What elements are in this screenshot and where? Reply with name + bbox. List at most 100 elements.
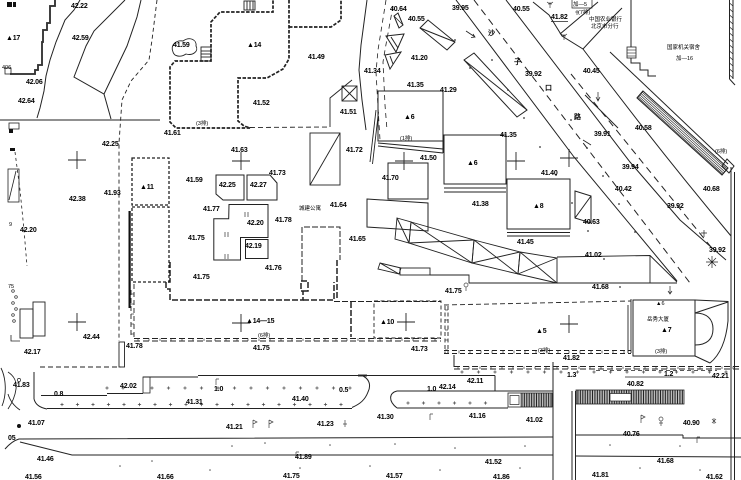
svg-text:406: 406 (2, 65, 11, 71)
svg-text:42.21: 42.21 (712, 373, 729, 380)
svg-text:41.59: 41.59 (186, 177, 203, 184)
svg-text:40.63: 40.63 (583, 219, 600, 226)
svg-text:岳秀大厦: 岳秀大厦 (647, 315, 670, 323)
svg-text:(7排): (7排) (578, 8, 590, 16)
svg-text:(3排): (3排) (655, 347, 667, 355)
svg-text:41.63: 41.63 (231, 147, 248, 154)
svg-text:40.58: 40.58 (635, 125, 652, 132)
svg-text:39.92: 39.92 (525, 71, 542, 78)
svg-text:41.29: 41.29 (440, 87, 457, 94)
svg-text:▲7: ▲7 (661, 327, 672, 334)
svg-text:41.20: 41.20 (411, 55, 428, 62)
svg-text:40.55: 40.55 (513, 6, 530, 13)
svg-text:40.45: 40.45 (583, 68, 600, 75)
svg-text:▲14—15: ▲14—15 (246, 318, 275, 325)
svg-text:42.20: 42.20 (20, 227, 37, 234)
svg-text:9: 9 (9, 222, 12, 228)
svg-text:41.75: 41.75 (253, 345, 270, 352)
svg-text:中国农业银行: 中国农业银行 (589, 15, 623, 23)
svg-text:▲6: ▲6 (467, 160, 478, 167)
svg-text:42.11: 42.11 (467, 378, 483, 385)
svg-text:40.64: 40.64 (390, 6, 407, 13)
svg-text:42.25: 42.25 (219, 182, 236, 189)
svg-text:40.76: 40.76 (623, 431, 640, 438)
svg-text:41.50: 41.50 (420, 155, 437, 162)
svg-text:41.02: 41.02 (526, 417, 543, 424)
svg-text:▲10: ▲10 (380, 319, 394, 326)
svg-text:1.0: 1.0 (214, 386, 223, 393)
svg-text:39.92: 39.92 (667, 203, 684, 210)
svg-text:0.5: 0.5 (339, 387, 348, 394)
svg-text:41.65: 41.65 (349, 236, 366, 243)
svg-text:42.14: 42.14 (439, 384, 456, 391)
svg-text:41.72: 41.72 (346, 147, 363, 154)
svg-text:41.81: 41.81 (592, 472, 609, 479)
svg-text:(3排): (3排) (196, 119, 208, 127)
svg-text:41.68: 41.68 (592, 284, 609, 291)
svg-text:(6排): (6排) (715, 147, 727, 155)
svg-text:41.38: 41.38 (472, 201, 489, 208)
svg-text:41.68: 41.68 (657, 458, 674, 465)
svg-text:41.78: 41.78 (275, 217, 292, 224)
svg-text:41.62: 41.62 (706, 474, 723, 480)
svg-text:▲17: ▲17 (6, 35, 20, 42)
svg-text:41.78: 41.78 (126, 343, 143, 350)
svg-text:42.59: 42.59 (72, 35, 89, 42)
svg-text:39.95: 39.95 (452, 5, 469, 12)
svg-text:42.44: 42.44 (83, 334, 100, 341)
svg-text:1.3: 1.3 (567, 372, 576, 379)
svg-text:国家机关宿舍: 国家机关宿舍 (667, 43, 701, 51)
svg-text:41.93: 41.93 (104, 190, 121, 197)
svg-text:41.76: 41.76 (265, 265, 282, 272)
svg-text:40.82: 40.82 (627, 381, 644, 388)
svg-text:1.0: 1.0 (427, 386, 436, 393)
svg-text:41.35: 41.35 (500, 132, 517, 139)
svg-text:北京市分行: 北京市分行 (591, 22, 619, 30)
svg-text:41.52: 41.52 (253, 100, 270, 107)
svg-text:41.16: 41.16 (469, 413, 486, 420)
svg-text:42.25: 42.25 (102, 141, 119, 148)
svg-text:城建公寓: 城建公寓 (299, 204, 322, 212)
svg-text:42.20: 42.20 (247, 220, 264, 227)
svg-text:(3排): (3排) (538, 346, 550, 354)
svg-text:39.91: 39.91 (594, 131, 611, 138)
svg-text:75: 75 (8, 284, 14, 290)
svg-text:41.82: 41.82 (563, 355, 580, 362)
svg-text:05: 05 (8, 435, 16, 442)
svg-text:40.68: 40.68 (703, 186, 720, 193)
svg-text:▲11: ▲11 (140, 184, 154, 191)
svg-text:41.57: 41.57 (386, 473, 403, 480)
svg-text:沙: 沙 (488, 29, 495, 37)
svg-text:41.70: 41.70 (382, 175, 399, 182)
svg-text:▲6: ▲6 (404, 114, 415, 121)
svg-text:41.31: 41.31 (186, 399, 203, 406)
svg-text:39.94: 39.94 (622, 164, 639, 171)
svg-text:41.61: 41.61 (164, 130, 181, 137)
svg-text:加—5: 加—5 (573, 0, 587, 8)
svg-text:41.75: 41.75 (283, 473, 300, 480)
svg-text:41.34: 41.34 (364, 68, 381, 75)
svg-text:41.35: 41.35 (407, 82, 424, 89)
svg-text:41.77: 41.77 (203, 206, 220, 213)
svg-text:42.22: 42.22 (71, 3, 88, 10)
svg-text:路: 路 (574, 112, 582, 121)
svg-text:▲6: ▲6 (656, 301, 665, 307)
svg-text:41.83: 41.83 (13, 382, 30, 389)
svg-text:41.73: 41.73 (269, 170, 286, 177)
svg-text:41.75: 41.75 (188, 235, 205, 242)
svg-text:41.73: 41.73 (411, 346, 428, 353)
svg-text:41.40: 41.40 (292, 396, 309, 403)
svg-text:41.86: 41.86 (493, 474, 510, 480)
svg-text:(6排): (6排) (258, 331, 270, 339)
svg-text:41.46: 41.46 (37, 456, 54, 463)
svg-text:40.55: 40.55 (408, 16, 425, 23)
svg-text:▲14: ▲14 (247, 42, 261, 49)
svg-text:(1排): (1排) (400, 134, 412, 142)
svg-text:41.82: 41.82 (551, 14, 568, 21)
svg-text:▲5: ▲5 (536, 328, 547, 335)
svg-text:41.02: 41.02 (585, 252, 602, 259)
svg-text:子: 子 (514, 58, 521, 66)
svg-text:40.42: 40.42 (615, 186, 632, 193)
svg-text:41.07: 41.07 (28, 420, 45, 427)
svg-text:41.66: 41.66 (157, 474, 174, 480)
